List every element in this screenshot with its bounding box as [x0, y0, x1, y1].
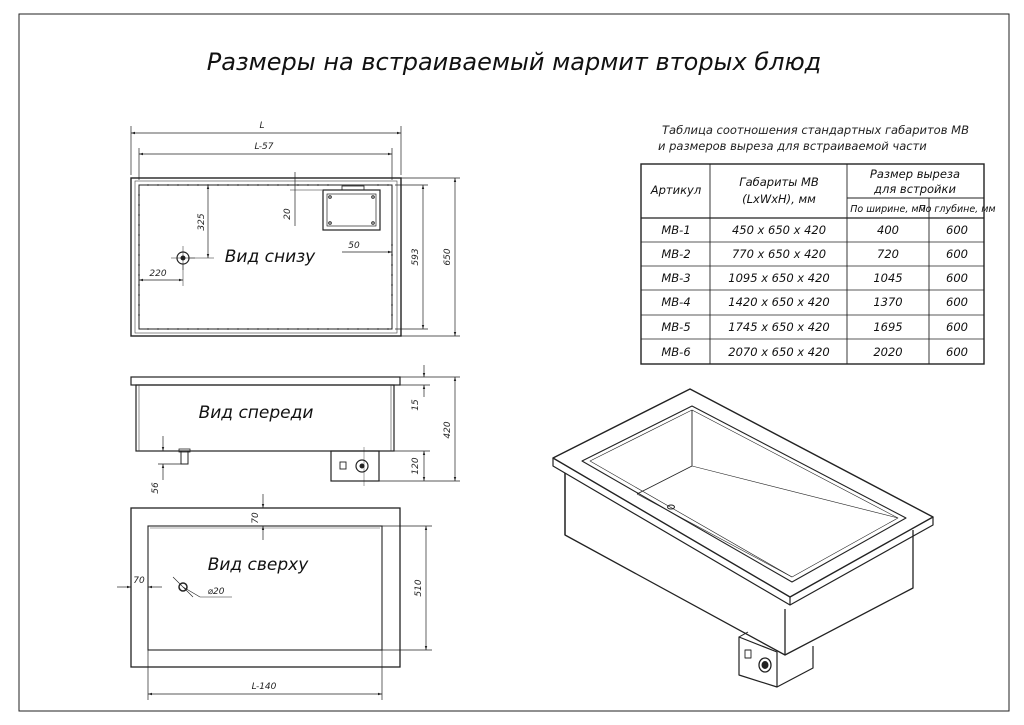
dim-L-label: L: [259, 121, 264, 131]
sheet-frame: [18, 13, 1010, 712]
dim-15-label: 15: [411, 399, 421, 411]
dim-L57-label: L-57: [254, 142, 273, 152]
dim-650-label: 650: [443, 248, 453, 265]
dim-phi20-label: ⌀20: [208, 587, 225, 597]
svg-text:600: 600: [946, 295, 968, 309]
top-view: ⌀20 Вид сверху 70 70 510 L-140: [117, 494, 432, 700]
svg-text:МВ-3: МВ-3: [661, 271, 690, 285]
svg-text:600: 600: [946, 320, 968, 334]
th-cut-depth: По глубине, мм: [918, 204, 995, 215]
front-body: [135, 384, 395, 452]
dim-L: [130, 126, 402, 175]
dim-20-label: 20: [283, 208, 293, 220]
front-view: Вид спереди 15 120 420 56: [130, 365, 460, 494]
svg-text:1695: 1695: [873, 320, 902, 334]
bottom-outer-frame: [130, 177, 402, 337]
size-table: Таблица соотношения стандартных габарито…: [640, 123, 996, 365]
svg-text:600: 600: [946, 223, 968, 237]
svg-text:770 x 650 x 420: 770 x 650 x 420: [732, 247, 826, 261]
svg-text:600: 600: [946, 345, 968, 359]
dim-593-label: 593: [411, 248, 421, 265]
dim-56-label: 56: [151, 482, 161, 494]
svg-text:400: 400: [877, 223, 899, 237]
top-drain-icon: [172, 576, 201, 598]
dim-510-label: 510: [414, 579, 424, 596]
view-label-front: Вид спереди: [199, 403, 314, 423]
front-drain-pipe: [180, 450, 189, 465]
dim-L140-label: L-140: [252, 682, 277, 692]
dim-50-label: 50: [348, 241, 360, 251]
dim-650: [401, 177, 460, 337]
svg-text:720: 720: [877, 247, 899, 261]
svg-text:600: 600: [946, 247, 968, 261]
svg-text:2070 x 650 x 420: 2070 x 650 x 420: [728, 345, 829, 359]
view-label-top: Вид сверху: [208, 555, 310, 575]
svg-text:1045: 1045: [873, 271, 902, 285]
dim-325-label: 325: [197, 213, 207, 230]
dim-70-top-label: 70: [251, 512, 261, 524]
front-control-box: [330, 450, 380, 482]
svg-text:1420 x 650 x 420: 1420 x 650 x 420: [728, 295, 829, 309]
th-dims-1: Габариты МВ: [739, 175, 819, 189]
th-cut-2: для встройки: [873, 182, 956, 196]
th-dims-2: (LxWxH), мм: [742, 192, 816, 206]
dim-70-left-label: 70: [133, 576, 145, 586]
svg-text:2020: 2020: [873, 345, 902, 359]
th-cut-width: По ширине, мм: [850, 204, 925, 215]
bottom-view: L L-57: [130, 121, 460, 337]
table-caption-1: Таблица соотношения стандартных габарито…: [662, 123, 969, 137]
iso-knob-icon: [758, 657, 772, 673]
svg-text:600: 600: [946, 271, 968, 285]
table-row: МВ-5 1745 x 650 x 420 1695 600: [661, 320, 968, 334]
dim-220-label: 220: [149, 269, 166, 279]
svg-text:МВ-4: МВ-4: [661, 295, 690, 309]
isometric-view: [552, 388, 934, 688]
table-row: МВ-2 770 x 650 x 420 720 600: [661, 247, 968, 261]
table-row: МВ-6 2070 x 650 x 420 2020 600: [661, 345, 968, 359]
front-rim: [130, 376, 401, 386]
dim-L57: [138, 148, 393, 180]
table-row: МВ-4 1420 x 650 x 420 1370 600: [661, 295, 968, 309]
svg-text:МВ-2: МВ-2: [661, 247, 690, 261]
bottom-rivets: [138, 184, 393, 330]
dim-420-label: 420: [443, 421, 453, 438]
control-box: [322, 185, 381, 231]
svg-text:1095 x 650 x 420: 1095 x 650 x 420: [728, 271, 829, 285]
page-title: Размеры на встраиваемый мармит вторых бл…: [207, 48, 822, 76]
svg-text:МВ-6: МВ-6: [661, 345, 690, 359]
top-outer: [130, 507, 401, 668]
th-cut-1: Размер выреза: [870, 167, 960, 181]
table-row: МВ-3 1095 x 650 x 420 1045 600: [661, 271, 968, 285]
table-caption-2: и размеров выреза для встраиваемой части: [658, 139, 927, 153]
bottom-frame-inner-line: [134, 180, 398, 334]
view-label-bottom: Вид снизу: [225, 247, 316, 267]
dim-120-label: 120: [411, 457, 421, 474]
svg-text:МВ-5: МВ-5: [661, 320, 690, 334]
th-article: Артикул: [650, 183, 702, 197]
knob-icon: [355, 459, 369, 473]
svg-text:450 x 650 x 420: 450 x 650 x 420: [732, 223, 826, 237]
svg-text:МВ-1: МВ-1: [661, 223, 690, 237]
table-row: МВ-1 450 x 650 x 420 400 600: [661, 223, 968, 237]
dim-593: [395, 184, 428, 330]
svg-text:1370: 1370: [873, 295, 902, 309]
bottom-inner-frame: [138, 184, 393, 330]
svg-text:1745 x 650 x 420: 1745 x 650 x 420: [728, 320, 829, 334]
